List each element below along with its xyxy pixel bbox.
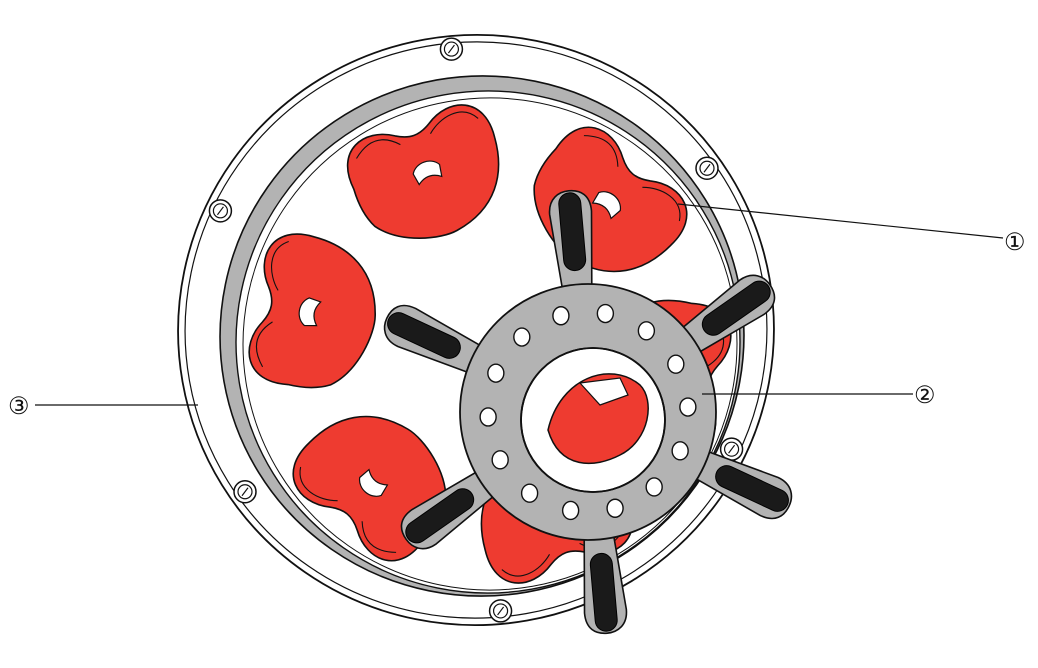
hub-bolt-hole (488, 364, 504, 382)
flange-bolt-hole (440, 38, 462, 60)
hub-bolt-hole (597, 305, 613, 323)
flange-bolt-hole (234, 481, 256, 503)
flange-bolt-hole (696, 157, 718, 179)
hub-bolt-hole (607, 499, 623, 517)
callout-label-3: ③ (8, 392, 30, 420)
hub-bolt-hole (522, 484, 538, 502)
hub-bolt-hole (514, 328, 530, 346)
hub-bolt-hole (668, 355, 684, 373)
flange-bolt-hole (490, 600, 512, 622)
hub-bolt-hole (563, 501, 579, 519)
flange-bolt-hole (209, 200, 231, 222)
hub-bolt-hole (646, 478, 662, 496)
hub-bolt-hole (492, 451, 508, 469)
hub-bolt-hole (680, 398, 696, 416)
hub-bolt-hole (553, 307, 569, 325)
callout-label-2: ② (914, 381, 936, 409)
hub-bolt-hole (638, 322, 654, 340)
callout-label-1: ① (1004, 228, 1026, 256)
hub-bolt-hole (480, 408, 496, 426)
hub-bolt-hole (672, 442, 688, 460)
